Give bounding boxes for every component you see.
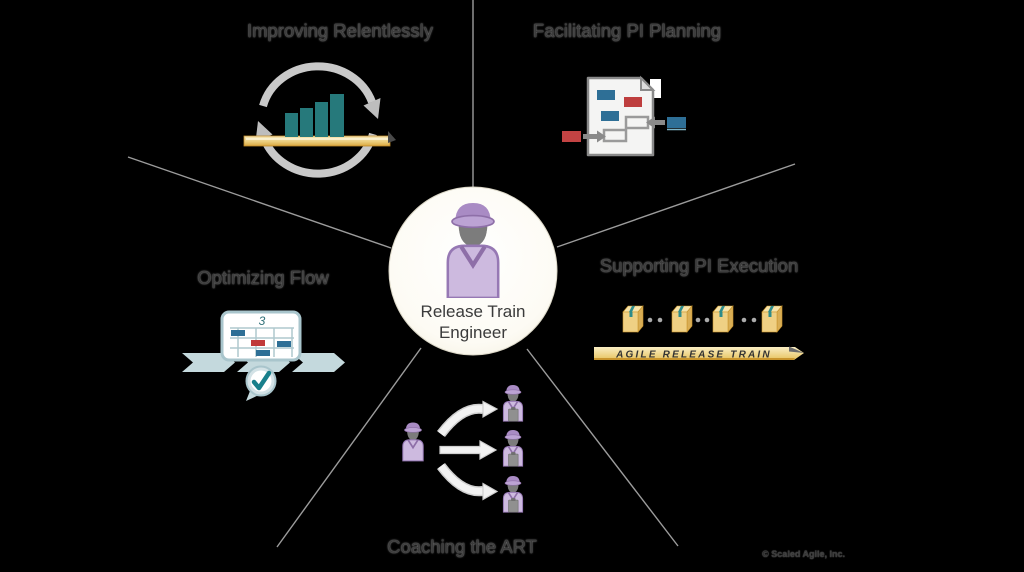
copyright-text: © Scaled Agile, Inc. <box>762 549 845 559</box>
divider-line-lower-left <box>276 347 422 548</box>
team-member-icon <box>502 384 524 423</box>
incoming-blue-card <box>667 117 686 128</box>
box-icon <box>712 305 734 333</box>
box-icon <box>622 305 644 333</box>
center-role-label: Release Train Engineer <box>420 302 526 342</box>
divider-line-upper-left <box>127 156 392 249</box>
coaching-arrows <box>437 400 499 501</box>
label-improving-relentlessly: Improving Relentlessly <box>246 20 434 41</box>
label-optimizing-flow: Optimizing Flow <box>197 267 329 288</box>
train-banner: AGILE RELEASE TRAIN <box>594 346 804 361</box>
incoming-red-card <box>562 131 581 142</box>
label-supporting-pi-execution: Supporting PI Execution <box>599 255 799 276</box>
checkmark-badge-icon <box>245 365 277 401</box>
box-icon <box>761 305 783 333</box>
rail-base <box>243 135 391 147</box>
sticky-note-blue <box>601 111 619 121</box>
coaching-art-icon <box>401 384 524 514</box>
team-member-icon <box>502 429 524 468</box>
box-icon <box>671 305 693 333</box>
cargo-boxes <box>622 305 783 333</box>
divider-line-upper-right <box>556 163 796 248</box>
wip-limit-number: 3 <box>259 314 266 328</box>
pi-planning-board-icon <box>562 75 686 157</box>
optimizing-flow-icon: 3 <box>182 310 345 401</box>
train-banner-label: AGILE RELEASE TRAIN <box>615 350 772 361</box>
divider-lines <box>127 0 796 548</box>
team-member-icon <box>502 475 524 514</box>
growth-bar-chart-icon <box>285 94 344 137</box>
improving-relentlessly-icon <box>243 62 396 178</box>
coach-person-icon <box>401 421 425 462</box>
agile-release-train-icon: AGILE RELEASE TRAIN <box>594 305 804 361</box>
divider-line-lower-right <box>526 348 679 547</box>
center-circle <box>388 186 558 356</box>
label-coaching-the-art: Coaching the ART <box>387 536 537 557</box>
sticky-note-blue <box>597 90 615 100</box>
label-facilitating-pi-planning: Facilitating PI Planning <box>532 20 722 41</box>
sticky-note-red <box>624 97 642 107</box>
